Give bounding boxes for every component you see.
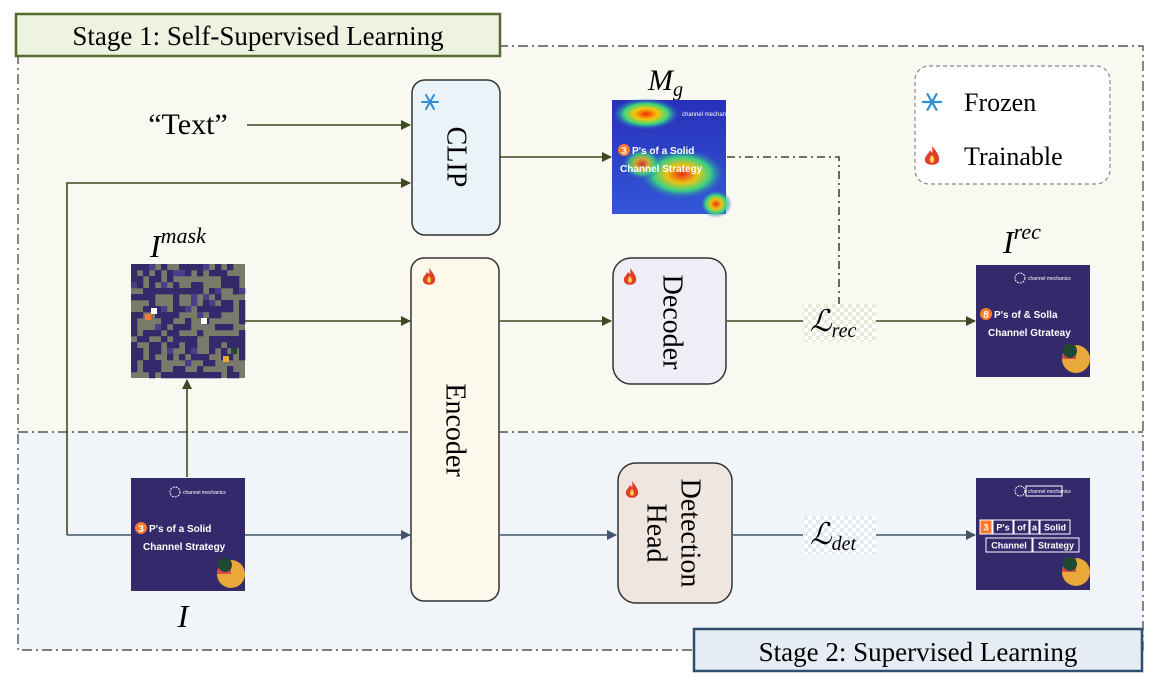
original-title-line1: P's of a Solid	[149, 524, 211, 535]
legend-trainable-label: Trainable	[964, 142, 1063, 171]
recon-badge-bg	[980, 308, 992, 320]
loss-rec: ℒrec	[803, 304, 876, 342]
loss-det-symbol: ℒ	[810, 518, 833, 551]
detection-box	[979, 519, 993, 535]
detection-box-label: a	[1032, 523, 1038, 533]
original-brand: channel mechanics	[183, 490, 226, 496]
detected-brand: channel mechanics	[1028, 489, 1071, 495]
svg-text:ℒdet: ℒdet	[810, 518, 856, 555]
detection-box	[985, 537, 1033, 553]
mg-base: M	[647, 64, 675, 97]
stage1-connectors	[66, 120, 976, 535]
legend-box	[914, 65, 1111, 185]
original-image-thumbnail: channel mechanics 3 P's of a Solid Chann…	[131, 478, 245, 591]
mg-label: Mg	[647, 64, 683, 101]
loss-det-subscript: det	[832, 533, 857, 555]
detection-box-label: Strategy	[1038, 541, 1074, 551]
detection-box	[992, 519, 1014, 535]
irec-label: Irec	[1002, 219, 1041, 260]
stage2-label-box	[692, 627, 1144, 673]
clip-label: CLIP	[441, 127, 472, 188]
detection-box	[1013, 519, 1030, 535]
encoder-module[interactable]: Encoder	[410, 257, 500, 602]
loss-rec-symbol: ℒ	[810, 305, 833, 338]
flame-icon	[623, 268, 637, 285]
recon-badge: 8	[983, 310, 989, 321]
stage1-label-box	[14, 12, 502, 58]
detection-head-label-line1: Detection	[675, 479, 706, 588]
mg-subscript: g	[673, 79, 683, 101]
loss-rec-subscript: rec	[832, 320, 857, 342]
clip-module[interactable]: CLIP	[411, 79, 501, 236]
encoder-label: Encoder	[440, 383, 471, 477]
detection-box	[1029, 519, 1040, 535]
detection-head-label-line2: Head	[641, 503, 672, 562]
reconstructed-thumbnail: channel mechanics 8 P's of & Solla Chann…	[976, 265, 1090, 377]
detection-box-label: Solid	[1044, 523, 1066, 533]
stage2-label: Stage 2: Supervised Learning	[759, 637, 1078, 667]
recon-brand: channel mechanics	[1028, 276, 1071, 282]
recon-title-line2: Channel Gtrateay	[988, 328, 1071, 339]
text-input-label: “Text”	[148, 108, 228, 141]
flame-icon	[625, 481, 639, 498]
detection-box-label: 3	[983, 523, 988, 533]
original-title-line2: Channel Strategy	[143, 542, 226, 553]
stage1-label: Stage 1: Self-Supervised Learning	[72, 21, 443, 51]
masked-image-thumbnail	[131, 264, 246, 379]
detection-box	[1032, 537, 1080, 553]
heatmap-badge: 3	[621, 146, 627, 157]
snowflake-icon	[421, 94, 439, 110]
stages-outline	[17, 45, 1144, 651]
heatmap-badge-bg	[618, 144, 630, 156]
imask-label: Imask	[149, 223, 207, 264]
detection-box-label: of	[1017, 523, 1026, 533]
mg-to-loss-connector	[727, 156, 840, 304]
original-badge-bg	[135, 522, 147, 534]
heatmap-thumbnail: channel mechanics 3 P's of a Solid Chann…	[612, 98, 733, 218]
irec-base: I	[1002, 224, 1015, 260]
heatmap-title-line1: P's of a Solid	[632, 146, 694, 157]
detection-box	[1039, 519, 1071, 535]
imask-superscript: mask	[161, 223, 207, 248]
loss-det: ℒdet	[803, 516, 876, 555]
detection-head-module[interactable]: Detection Head	[617, 462, 733, 604]
flame-icon	[924, 146, 940, 165]
legend-frozen-label: Frozen	[964, 88, 1036, 117]
snowflake-icon	[921, 93, 943, 111]
decoder-module[interactable]: Decoder	[612, 257, 727, 385]
irec-superscript: rec	[1014, 219, 1042, 244]
heatmap-title-line2: Channel Strategy	[620, 164, 703, 175]
heatmap-brand: channel mechanics	[682, 112, 733, 118]
decoder-label: Decoder	[657, 275, 688, 371]
original-badge: 3	[138, 524, 144, 535]
flame-icon	[422, 268, 436, 285]
svg-text:ℒrec: ℒrec	[810, 305, 857, 342]
detection-box-label: Channel	[991, 541, 1027, 551]
recon-title-line1: P's of & Solla	[994, 310, 1058, 321]
i-label: I	[177, 598, 190, 634]
detection-box-label: P's	[996, 523, 1009, 533]
imask-base: I	[149, 228, 162, 264]
